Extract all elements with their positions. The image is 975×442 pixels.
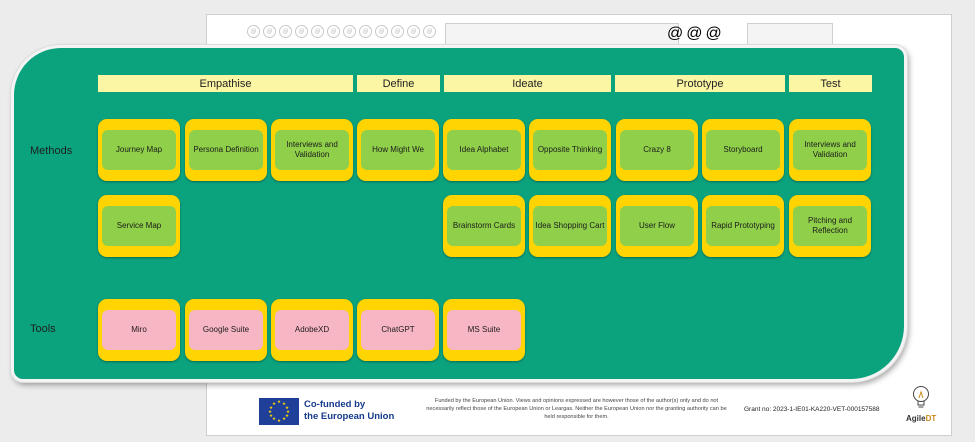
method-card-label: Brainstorm Cards [447, 206, 521, 246]
method-card[interactable]: Storyboard [702, 119, 784, 181]
toolbar-circle-icon[interactable]: @ [705, 25, 722, 42]
agile-dt-logo: AgileDT [906, 414, 936, 423]
tool-card[interactable]: Miro [98, 299, 180, 361]
method-card-label: Service Map [102, 206, 176, 246]
method-card-label: Interviews and Validation [793, 130, 867, 170]
method-card[interactable]: Journey Map [98, 119, 180, 181]
brand-agile: Agile [906, 414, 926, 423]
method-card-label: Idea Shopping Cart [533, 206, 607, 246]
method-card[interactable]: User Flow [616, 195, 698, 257]
method-card[interactable]: Interviews and Validation [271, 119, 353, 181]
phase-header-ideate: Ideate [444, 75, 611, 92]
toolbar-circle-icon[interactable]: @ [263, 25, 276, 38]
method-card[interactable]: Crazy 8 [616, 119, 698, 181]
toolbar-circle-icon[interactable]: @ [247, 25, 260, 38]
toolbar-circle-icon[interactable]: @ [295, 25, 308, 38]
tool-card-label: Google Suite [189, 310, 263, 350]
method-card-label: Persona Definition [189, 130, 263, 170]
grant-number: Grant no: 2023-1-IE01-KA220-VET-00015758… [744, 406, 880, 413]
method-card[interactable]: Brainstorm Cards [443, 195, 525, 257]
method-card-label: Opposite Thinking [533, 130, 607, 170]
toolbar-right: @ @ @ [667, 25, 722, 43]
method-card[interactable]: Rapid Prototyping [702, 195, 784, 257]
tool-card-label: MS Suite [447, 310, 521, 350]
method-card-label: How Might We [361, 130, 435, 170]
toolbar-circle-icon[interactable]: @ [279, 25, 292, 38]
tool-card[interactable]: AdobeXD [271, 299, 353, 361]
method-card[interactable]: Persona Definition [185, 119, 267, 181]
method-card-label: Pitching and Reflection [793, 206, 867, 246]
phase-header-prototype: Prototype [615, 75, 785, 92]
method-card-label: Crazy 8 [620, 130, 694, 170]
phase-header-define: Define [357, 75, 440, 92]
method-card[interactable]: How Might We [357, 119, 439, 181]
eu-line-2: the European Union [304, 411, 395, 422]
method-card[interactable]: Idea Shopping Cart [529, 195, 611, 257]
toolbar-circle-icon[interactable]: @ [391, 25, 404, 38]
tool-card[interactable]: MS Suite [443, 299, 525, 361]
tool-card-label: Miro [102, 310, 176, 350]
toolbar-box [747, 23, 833, 45]
toolbar-circle-icon[interactable]: @ [327, 25, 340, 38]
method-card[interactable]: Idea Alphabet [443, 119, 525, 181]
toolbar-box [445, 23, 679, 45]
method-card-label: Storyboard [706, 130, 780, 170]
toolbar-circle-icon[interactable]: @ [311, 25, 324, 38]
method-card-label: Journey Map [102, 130, 176, 170]
toolbar-circle-icon[interactable]: @ [686, 25, 703, 42]
funding-disclaimer: Funded by the European Union. Views and … [426, 398, 727, 420]
lightbulb-icon [913, 386, 929, 408]
tool-card-label: AdobeXD [275, 310, 349, 350]
toolbar-circle-icon[interactable]: @ [407, 25, 420, 38]
method-card-label: Idea Alphabet [447, 130, 521, 170]
tool-card[interactable]: Google Suite [185, 299, 267, 361]
phase-header-empathise: Empathise [98, 75, 353, 92]
tool-card-label: ChatGPT [361, 310, 435, 350]
method-card[interactable]: Service Map [98, 195, 180, 257]
eu-flag-icon: ★ ★ ★ ★ ★ ★ ★ ★ ★ ★ ★ ★ [259, 398, 299, 425]
toolbar-circle-icon[interactable]: @ [375, 25, 388, 38]
toolbar-circle-icon[interactable]: @ [343, 25, 356, 38]
row-label-tools: Tools [30, 323, 56, 335]
method-card-label: User Flow [620, 206, 694, 246]
method-card-label: Interviews and Validation [275, 130, 349, 170]
tool-card[interactable]: ChatGPT [357, 299, 439, 361]
method-card[interactable]: Opposite Thinking [529, 119, 611, 181]
method-card[interactable]: Pitching and Reflection [789, 195, 871, 257]
phase-header-test: Test [789, 75, 872, 92]
toolbar-left: @ @ @ @ @ @ @ @ @ @ @ @ [247, 25, 436, 38]
eu-line-1: Co-funded by [304, 399, 366, 410]
toolbar-circle-icon[interactable]: @ [423, 25, 436, 38]
brand-dt: DT [925, 414, 937, 423]
method-card[interactable]: Interviews and Validation [789, 119, 871, 181]
eu-cofunded-text: Co-funded by the European Union [304, 399, 394, 423]
toolbar-circle-icon[interactable]: @ [667, 25, 684, 42]
row-label-methods: Methods [30, 145, 73, 157]
toolbar-circle-icon[interactable]: @ [359, 25, 372, 38]
method-card-label: Rapid Prototyping [706, 206, 780, 246]
